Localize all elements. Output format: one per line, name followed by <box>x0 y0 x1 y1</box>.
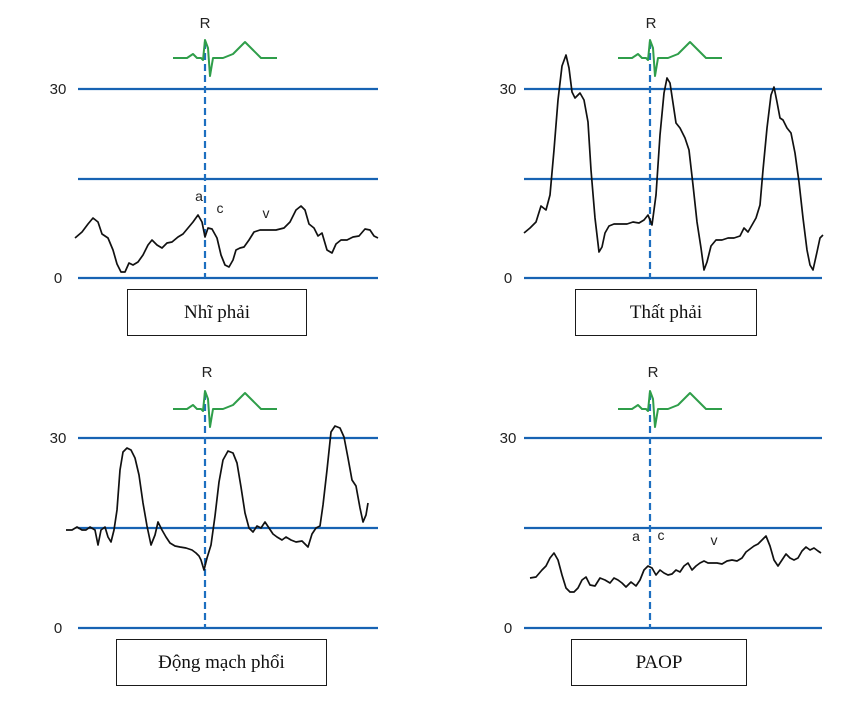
y-tick-0: 0 <box>504 270 512 287</box>
wave-label-a: a <box>195 188 203 204</box>
panel-1: 30 0 Rac v <box>50 15 379 287</box>
wave-label-v: v <box>263 205 270 221</box>
wave-label-c: c <box>658 527 665 543</box>
y-tick-0: 0 <box>504 620 512 637</box>
caption-right-ventricle: Thất phải <box>575 289 757 336</box>
caption-pulmonary-artery: Động mạch phổi <box>116 639 327 686</box>
ecg-beat <box>618 39 722 77</box>
panel-2: 30 0 R <box>500 15 824 287</box>
wave-label-a: a <box>632 528 640 544</box>
caption-right-ventricle-text: Thất phải <box>629 301 703 323</box>
pressure-trace <box>66 425 369 571</box>
r-label: R <box>200 15 211 32</box>
r-label: R <box>646 15 657 32</box>
r-label: R <box>202 364 213 381</box>
ecg-beat <box>173 390 277 428</box>
pressure-trace <box>529 535 822 593</box>
pressure-trace <box>74 205 379 273</box>
panel-4: 30 0 Ra c v <box>500 364 822 637</box>
wave-label-v: v <box>711 532 718 548</box>
wave-label-c: c <box>217 200 224 216</box>
y-tick-30: 30 <box>500 430 517 447</box>
panel-3: 30 0 R <box>50 364 378 637</box>
y-tick-30: 30 <box>50 81 67 98</box>
y-tick-0: 0 <box>54 270 62 287</box>
caption-pulmonary-artery-text: Động mạch phổi <box>158 651 285 673</box>
ecg-beat <box>618 390 722 428</box>
pressure-trace <box>523 54 824 271</box>
r-label: R <box>648 364 659 381</box>
ecg-beat <box>173 39 277 77</box>
caption-right-atrium: Nhĩ phải <box>127 289 307 336</box>
caption-right-atrium-text: Nhĩ phải <box>184 301 250 323</box>
y-tick-30: 30 <box>50 430 67 447</box>
y-tick-0: 0 <box>54 620 62 637</box>
y-tick-30: 30 <box>500 81 517 98</box>
caption-paop: PAOP <box>571 639 747 686</box>
caption-paop-text: PAOP <box>635 651 683 673</box>
